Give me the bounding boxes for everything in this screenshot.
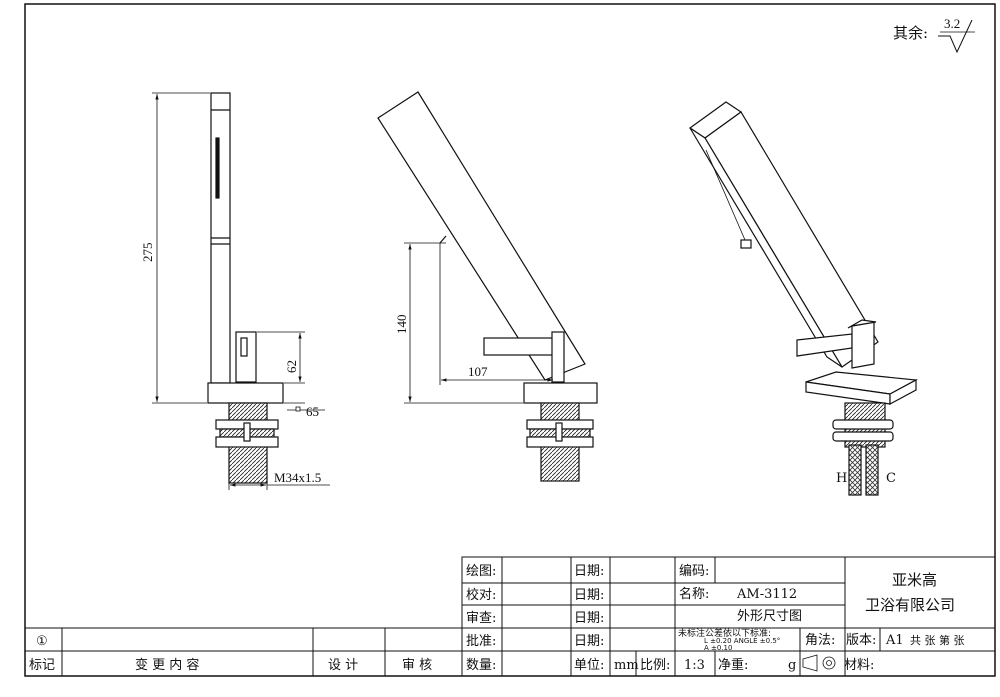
approve-label: 批准: (466, 634, 496, 649)
unit-value: mm (614, 658, 639, 673)
weight-unit: g (788, 658, 796, 673)
quantity-label: 数量: (466, 658, 496, 673)
sheet-count: 共 张 第 张 (910, 633, 965, 647)
dim-side-height: 140 (394, 315, 409, 335)
scale-label: 比例: (640, 658, 670, 673)
review-label: 审查: (466, 611, 496, 626)
code-label: 编码: (679, 564, 709, 579)
part-number: AM-3112 (736, 587, 797, 602)
dim-total-height: 275 (140, 243, 155, 263)
date-label-4: 日期: (574, 634, 604, 649)
roughness-symbol-icon (938, 19, 973, 54)
roughness-value: 3.2 (944, 16, 960, 31)
unit-label: 单位: (574, 658, 604, 673)
company-line-2: 卫浴有限公司 (865, 596, 955, 614)
dim-handle-height: 62 (284, 360, 299, 373)
dim-thread: M34x1.5 (274, 470, 321, 485)
scale-value: 1:3 (684, 658, 705, 673)
version-value: A1 (885, 633, 904, 648)
date-label-3: 日期: (574, 611, 604, 626)
company-line-1: 亚米高 (892, 571, 937, 589)
audit-label: 审 核 (402, 658, 432, 673)
material-label: 材料: (844, 658, 874, 673)
tolerance-line-2: A ±0.10 (704, 644, 732, 652)
drawn-label: 绘图: (466, 564, 496, 579)
mark-label: 标记 (29, 658, 55, 673)
isometric-view (688, 101, 919, 496)
title-block (461, 556, 996, 677)
projection-symbol-icon (802, 654, 836, 672)
revision-block (25, 627, 462, 676)
date-label-2: 日期: (574, 588, 604, 603)
tolerance-title: 未标注公差依以下标准: (678, 627, 771, 639)
label-cold: C (886, 471, 896, 486)
side-view (377, 91, 598, 482)
dim-side-reach: 107 (468, 364, 488, 379)
front-view (152, 92, 330, 490)
version-label: 版本: (846, 633, 876, 648)
checked-label: 校对: (466, 587, 496, 603)
revision-circle-number: ① (36, 634, 48, 649)
design-label: 设 计 (328, 658, 358, 673)
tolerance-line-1: L ±0.20 ANGLE ±0.5° (704, 637, 780, 645)
label-hot: H (836, 471, 847, 486)
angle-label: 角法: (805, 633, 835, 648)
drawing-title: 外形尺寸图 (737, 609, 802, 624)
net-weight-label: 净重: (718, 657, 748, 673)
roughness-note: 其余: 3.2 (893, 16, 975, 54)
name-label: 名称: (679, 586, 709, 602)
change-content-label: 变 更 内 容 (135, 657, 199, 673)
dim-flange-offset: 65 (306, 404, 319, 419)
roughness-label: 其余: (893, 24, 928, 42)
date-label-1: 日期: (574, 564, 604, 579)
